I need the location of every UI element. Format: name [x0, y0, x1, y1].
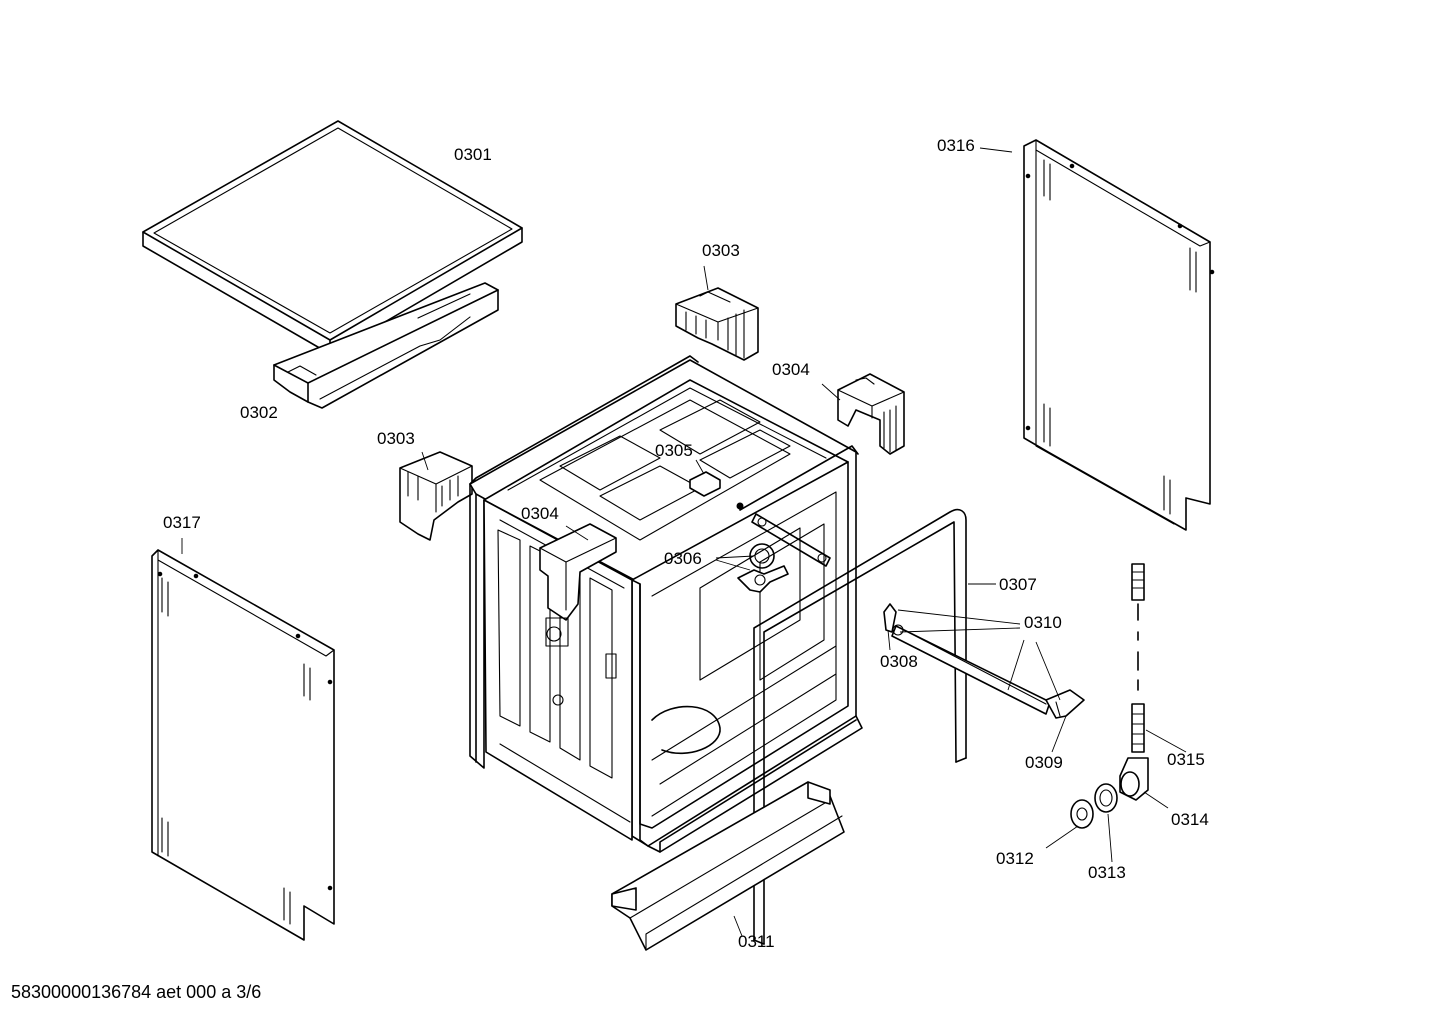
part-0304-bracket-left[interactable]	[539, 523, 617, 647]
part-labels: 0301 0302 0303 0303 0304 0304 0305 0306 …	[163, 136, 1209, 951]
part-0303-bracket-lower[interactable]	[399, 451, 473, 541]
label-0312: 0312	[996, 849, 1034, 868]
label-0302: 0302	[240, 403, 278, 422]
label-0304-left: 0304	[521, 504, 559, 523]
label-0317: 0317	[163, 513, 201, 532]
label-0316: 0316	[937, 136, 975, 155]
part-0304-bracket-right[interactable]	[837, 373, 905, 455]
part-0309-end-cap[interactable]	[1045, 689, 1085, 719]
part-0312-nut[interactable]	[1070, 799, 1094, 829]
label-0314: 0314	[1171, 810, 1209, 829]
part-0313-ring[interactable]	[1094, 783, 1118, 813]
label-0306: 0306	[664, 549, 702, 568]
label-0309: 0309	[1025, 753, 1063, 772]
label-0315: 0315	[1167, 750, 1205, 769]
part-0316-right-panel[interactable]	[1023, 139, 1215, 531]
label-0303-lower: 0303	[377, 429, 415, 448]
label-0305: 0305	[655, 441, 693, 460]
part-0311-kickplate[interactable]	[611, 781, 845, 951]
part-0302-front-strip[interactable]	[273, 282, 499, 409]
part-0303-bracket-upper[interactable]	[675, 287, 759, 361]
label-0311: 0311	[738, 932, 775, 951]
part-0307-door-seal[interactable]	[753, 508, 967, 945]
label-0303-upper: 0303	[702, 241, 740, 260]
part-0315-hose[interactable]	[1131, 563, 1145, 753]
label-0301: 0301	[454, 145, 492, 164]
label-0310: 0310	[1024, 613, 1062, 632]
drawing-reference: 58300000136784 aet 000 a 3/6	[11, 982, 261, 1002]
part-0314-elbow[interactable]	[1119, 757, 1149, 801]
appliance-body[interactable]	[469, 355, 863, 853]
label-0308: 0308	[880, 652, 918, 671]
part-0308-clip[interactable]	[883, 603, 897, 633]
part-0317-left-panel[interactable]	[151, 549, 335, 941]
label-0304-right: 0304	[772, 360, 810, 379]
part-0310-rail[interactable]	[891, 624, 1051, 715]
leader-lines	[181, 147, 1187, 937]
label-0307: 0307	[999, 575, 1037, 594]
label-0313: 0313	[1088, 863, 1126, 882]
